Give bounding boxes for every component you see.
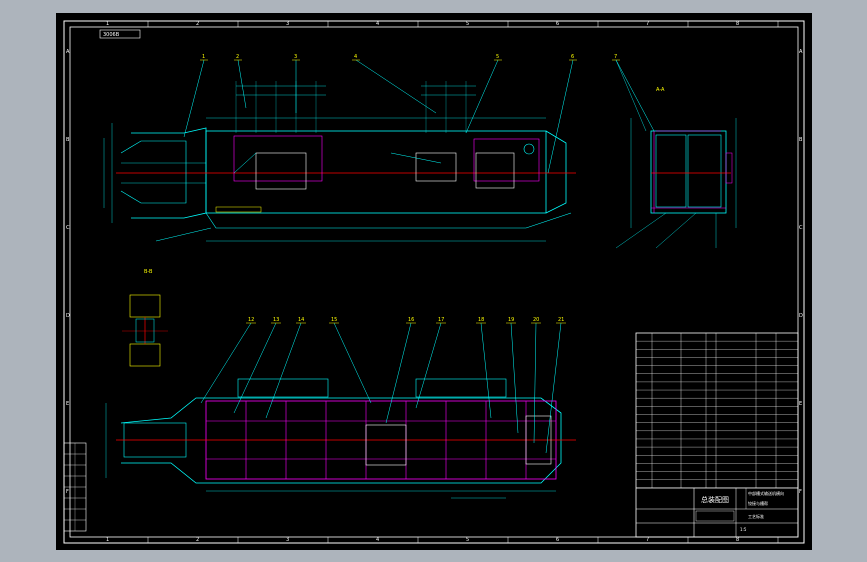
- balloon-17: 17: [438, 317, 444, 323]
- title-block-line2: 铰接与槽帮: [748, 500, 768, 506]
- frame-col-top-5: 5: [466, 21, 469, 27]
- frame-grid: [206, 401, 556, 479]
- title-block-line3: 工艺标准: [748, 513, 764, 519]
- frame-row-left-E: E: [66, 401, 69, 407]
- balloon-12: 12: [248, 317, 254, 323]
- title-block-scale: 1:5: [740, 527, 747, 532]
- frame-col-top-8: 8: [736, 21, 739, 27]
- top-balloon-group: 1 2 3 4 5 6 7: [200, 54, 620, 61]
- balloon-21: 21: [558, 317, 564, 323]
- frame-col-top-7: 7: [646, 21, 649, 27]
- section-bb-label: B-B: [144, 269, 153, 275]
- balloon-6: 6: [571, 54, 574, 60]
- frame-row-left-F: F: [66, 489, 69, 495]
- balloon-3: 3: [294, 54, 297, 60]
- section-aa-label: A-A: [656, 87, 665, 93]
- balloon-16: 16: [408, 317, 414, 323]
- top-stamp: 3006B: [103, 32, 120, 38]
- section-bb-view: B-B: [122, 269, 168, 367]
- frame-row-left-A: A: [66, 49, 70, 55]
- frame-row-right-D: D: [799, 313, 803, 319]
- frame-row-right-F: F: [799, 489, 802, 495]
- frame-col-top-4: 4: [376, 21, 379, 27]
- frame-col-bottom-1: 1: [106, 537, 109, 543]
- frame-col-bottom-6: 6: [556, 537, 559, 543]
- frame-row-right-E: E: [799, 401, 802, 407]
- frame-col-top-3: 3: [286, 21, 289, 27]
- frame-col-top-1: 1: [106, 21, 109, 27]
- frame-col-bottom-7: 7: [646, 537, 649, 543]
- balloon-13: 13: [273, 317, 279, 323]
- balloon-4: 4: [354, 54, 357, 60]
- bottom-balloon-group: 12 13 14 15 16 17 18 19 20 21: [246, 317, 566, 324]
- frame-row-right-C: C: [799, 225, 803, 231]
- frame-row-left-D: D: [66, 313, 70, 319]
- section-aa-view: A-A: [615, 59, 737, 249]
- frame-col-top-6: 6: [556, 21, 559, 27]
- frame-col-bottom-2: 2: [196, 537, 199, 543]
- balloon-20: 20: [533, 317, 539, 323]
- frame-col-bottom-8: 8: [736, 537, 739, 543]
- balloon-14: 14: [298, 317, 304, 323]
- title-block-main-title: 总装配图: [701, 495, 729, 504]
- parts-list: [635, 332, 799, 538]
- left-stamp-column: [63, 442, 87, 532]
- inner-frame: [69, 26, 799, 538]
- outer-frame: [63, 20, 805, 544]
- balloon-5: 5: [496, 54, 499, 60]
- top-stamp-box: [99, 29, 141, 39]
- title-block-line1: 中部槽式输送机横向: [748, 490, 784, 496]
- frame-col-bottom-5: 5: [466, 537, 469, 543]
- frame-col-top-2: 2: [196, 21, 199, 27]
- balloon-19: 19: [508, 317, 514, 323]
- frame-row-left-B: B: [66, 137, 70, 143]
- balloon-18: 18: [478, 317, 484, 323]
- balloon-2: 2: [236, 54, 239, 60]
- frame-row-right-A: A: [799, 49, 803, 55]
- frame-row-right-B: B: [799, 137, 803, 143]
- frame-col-bottom-4: 4: [376, 537, 379, 543]
- frame-row-left-C: C: [66, 225, 70, 231]
- top-elevation-view: [103, 59, 655, 242]
- frame-col-bottom-3: 3: [286, 537, 289, 543]
- balloon-15: 15: [331, 317, 337, 323]
- balloon-7: 7: [614, 54, 617, 60]
- balloon-1: 1: [202, 54, 205, 60]
- bottom-plan-view: [105, 322, 576, 499]
- title-block: 总装配图 中部槽式输送机横向 铰接与槽帮 工艺标准 1:5: [636, 487, 798, 537]
